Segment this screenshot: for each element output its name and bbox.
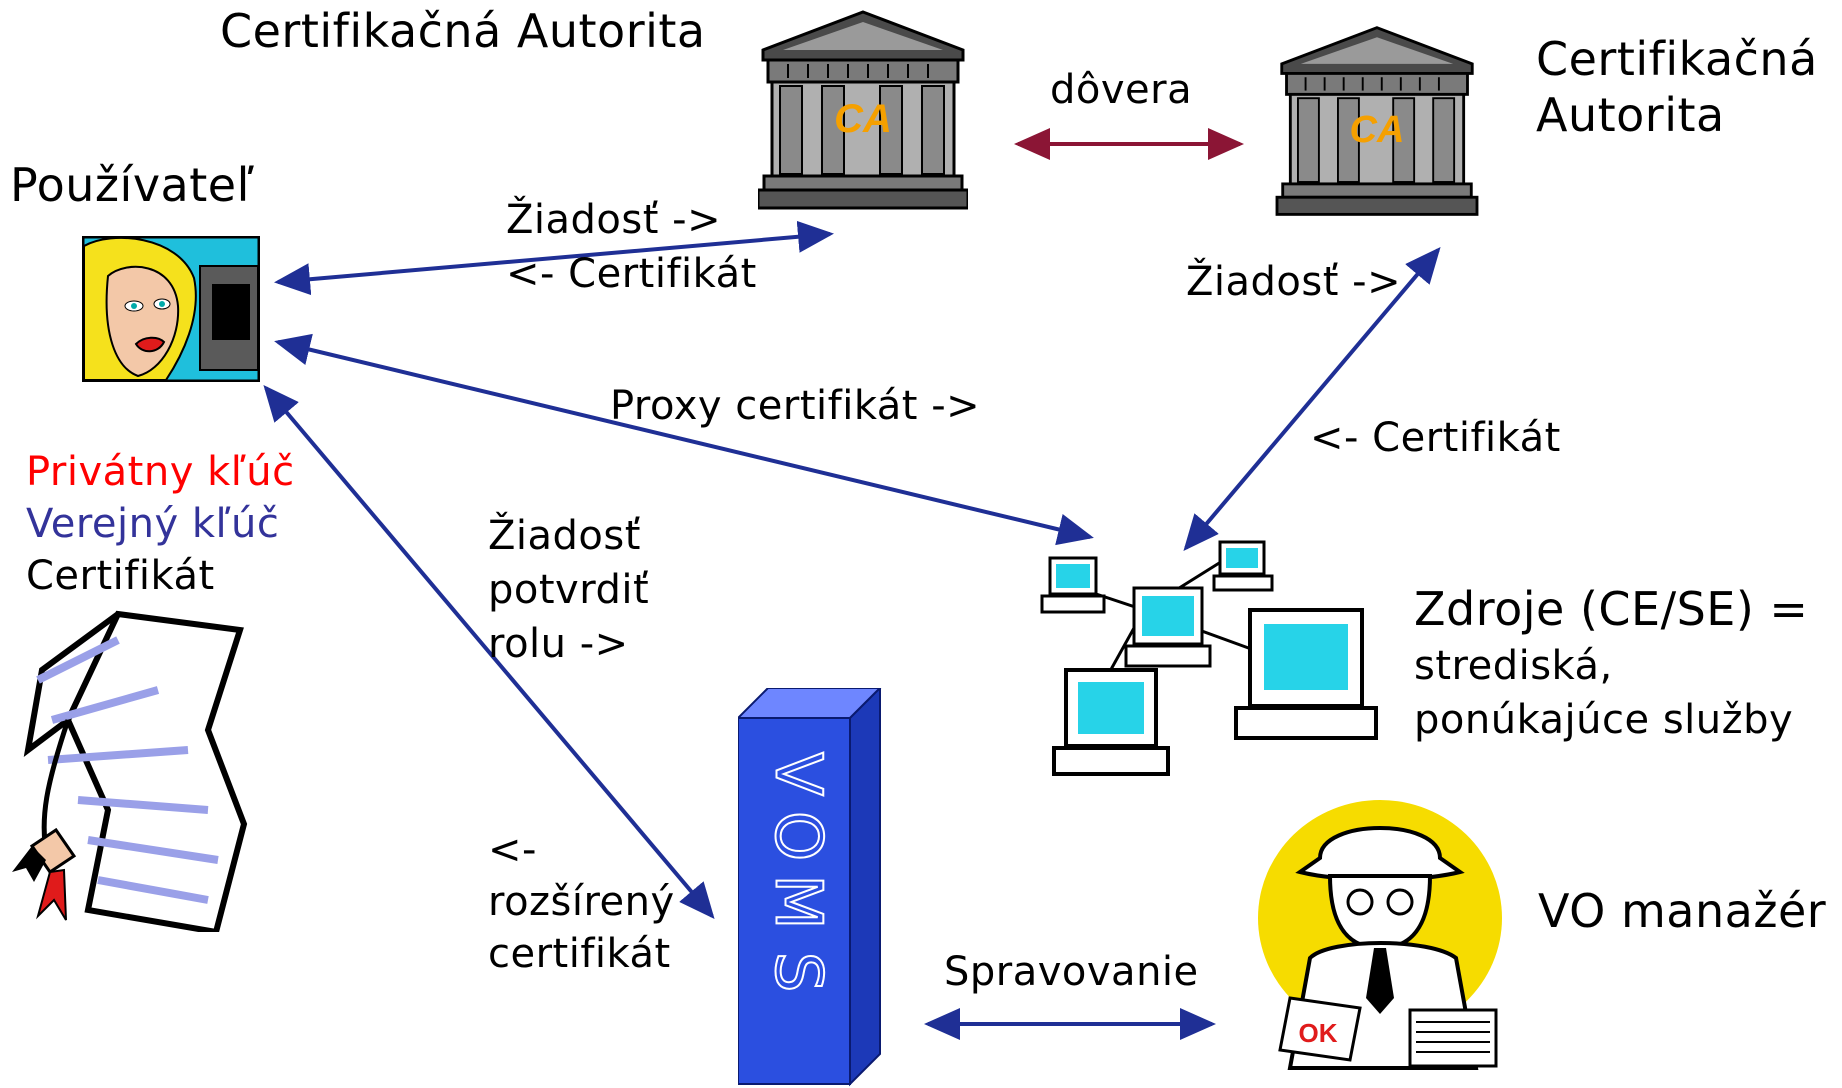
computer-large	[1234, 608, 1378, 740]
computer-center	[1124, 586, 1212, 668]
computer-small-1	[1040, 556, 1106, 614]
certificate-icon	[12, 610, 248, 932]
vo-manager-label: VO manažér	[1538, 884, 1827, 938]
proxy-arrow	[274, 333, 1094, 546]
user-ca-arrow	[274, 220, 834, 296]
ca-building-right-icon: CA	[1275, 26, 1479, 216]
network-computers-icon	[1040, 540, 1378, 776]
resources-line1: Zdroje (CE/SE) =	[1414, 582, 1809, 636]
voms-arrow	[263, 384, 715, 920]
role-request-line1: Žiadosť	[488, 513, 641, 559]
voms-letter-v: V	[760, 752, 834, 796]
certificate-right-label: <- Certifikát	[1310, 415, 1561, 461]
ca-emblem-left: CA	[834, 97, 892, 141]
request-to-ca-label: Žiadosť ->	[506, 197, 722, 243]
ok-stamp-paper: OK	[1278, 996, 1362, 1062]
ok-stamp-text: OK	[1299, 1018, 1338, 1048]
resources-line3: ponúkajúce služby	[1414, 697, 1794, 743]
computer-small-2	[1212, 540, 1274, 592]
voms-letter-o: O	[760, 811, 834, 861]
certificate-from-ca-label: <- Certifikát	[506, 251, 757, 297]
private-key-label: Privátny kľúč	[26, 449, 295, 495]
ca-right-label-line1: Certifikačná	[1536, 32, 1818, 86]
vo-manager-icon: OK	[1258, 800, 1502, 1070]
role-request-line2: potvrdiť	[488, 567, 650, 613]
ca-right-label-line2: Autorita	[1536, 88, 1725, 142]
ca-emblem-right: CA	[1350, 109, 1405, 151]
ca-building-left-icon: CA	[758, 10, 968, 210]
extended-cert-line2: rozšírený	[488, 879, 675, 925]
management-label: Spravovanie	[944, 949, 1199, 995]
proxy-label: Proxy certifikát ->	[610, 383, 981, 429]
voms-letter-s: S	[760, 952, 834, 993]
ca-left-label: Certifikačná Autorita	[220, 4, 706, 58]
role-request-line3: rolu ->	[488, 621, 629, 667]
resources-ca-arrow	[1183, 246, 1441, 552]
computer-bottom	[1052, 668, 1170, 776]
trust-label: dôvera	[1050, 67, 1193, 113]
voms-server-icon: V O M S	[738, 688, 882, 1087]
extended-cert-line1: <-	[488, 827, 537, 873]
voms-letter-m: M	[760, 874, 834, 929]
public-key-label: Verejný kľúč	[26, 501, 280, 547]
request-right-label: Žiadosť ->	[1186, 259, 1402, 305]
user-label: Používateľ	[10, 158, 255, 212]
certificate-label: Certifikát	[26, 553, 215, 599]
user-avatar-icon	[82, 236, 260, 382]
resources-line2: strediská,	[1414, 643, 1613, 689]
extended-cert-line3: certifikát	[488, 931, 671, 977]
